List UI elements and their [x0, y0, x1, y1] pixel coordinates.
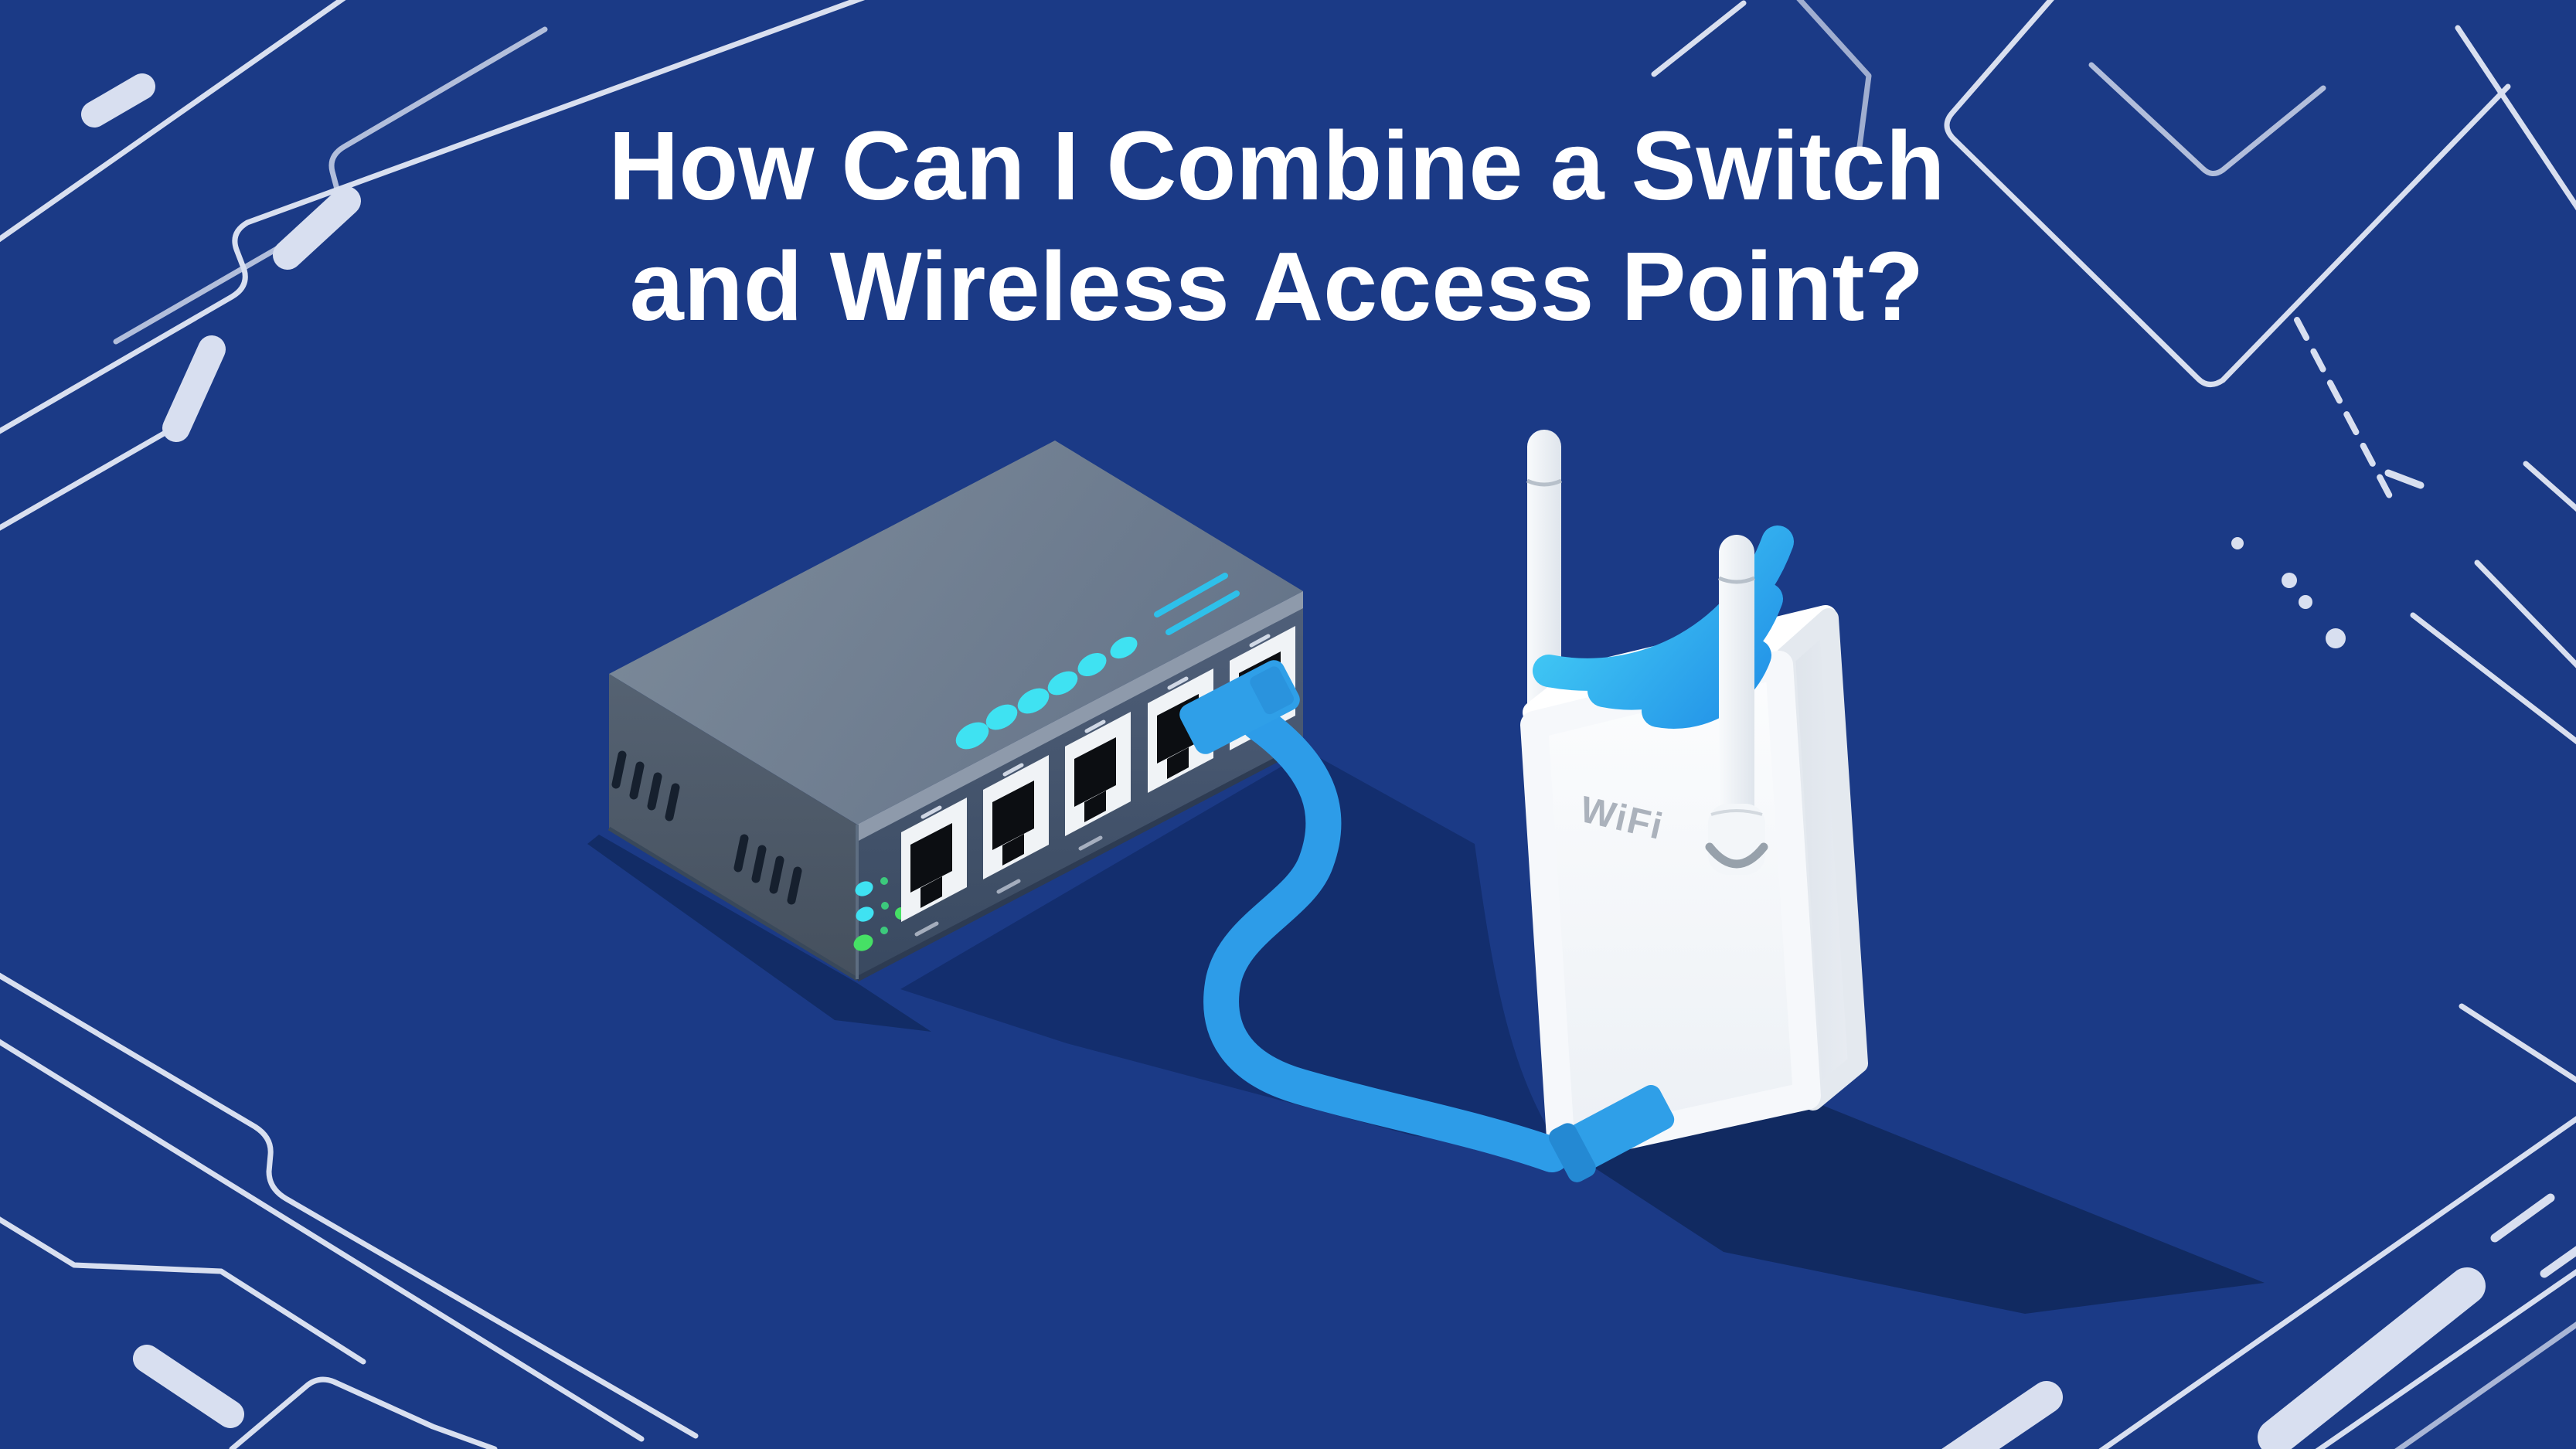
switch-top-face: [609, 440, 1303, 825]
side-led-cluster: [853, 877, 907, 951]
switch-shadow: [587, 835, 931, 1032]
trace-line: [0, 1039, 645, 1442]
trace-line: [2474, 560, 2576, 668]
led-dot: [881, 902, 889, 910]
cable-plug-switch-end: [1179, 660, 1300, 754]
led-indicator: [855, 881, 873, 896]
antenna-mount-top-line: [1710, 809, 1763, 816]
antenna-right: [1705, 535, 1768, 875]
led-dot: [880, 927, 888, 934]
wifi-arc-large: [1533, 526, 1794, 691]
page-title: How Can I Combine a Switch and Wireless …: [608, 111, 1945, 341]
trace-line: [2459, 1003, 2576, 1083]
led-indicator: [1110, 636, 1138, 659]
trace-capsule: [273, 186, 361, 270]
ethernet-port: [901, 798, 967, 937]
trace-line: [2088, 62, 2326, 176]
switch-front-bevel: [857, 591, 1303, 842]
trace-line: [2394, 1321, 2576, 1449]
led-indicator: [1017, 688, 1050, 714]
trace-dash: [2490, 1193, 2555, 1243]
trace-line: [229, 1376, 498, 1449]
ethernet-port: [983, 755, 1049, 894]
trace-line: [0, 972, 699, 1439]
vent-slot: [611, 750, 627, 789]
vent-slot: [769, 855, 784, 894]
trace-capsule: [133, 1345, 244, 1428]
led-indicator: [955, 722, 989, 750]
trace-line: [1944, 0, 2511, 387]
vent-slot: [647, 772, 662, 811]
trace-line: [2410, 612, 2576, 745]
vent-slot: [629, 761, 645, 800]
trace-line: [2523, 461, 2576, 512]
network-switch: [607, 440, 1305, 982]
trace-line: [0, 0, 866, 434]
ap-front-face: [1520, 651, 1821, 1164]
ethernet-cable: [1179, 660, 1675, 1182]
trace-dot: [2326, 628, 2346, 648]
vent-slot: [751, 845, 767, 883]
led-dot: [880, 877, 888, 885]
vent-slots: [611, 750, 802, 905]
trace-capsule: [162, 335, 226, 442]
trace-dash: [2384, 469, 2425, 489]
trace-dot: [2299, 595, 2312, 609]
trace-capsule: [81, 73, 155, 128]
logo-stripe: [1154, 573, 1228, 617]
trace-dot: [2231, 537, 2244, 549]
trace-line: [0, 0, 346, 243]
switch-side-bottom-edge: [607, 826, 859, 981]
trace-line: [2098, 1116, 2576, 1449]
logo-stripes-icon: [1154, 573, 1240, 635]
logo-stripe: [1165, 590, 1240, 635]
led-indicator: [856, 906, 874, 922]
trace-dash: [2540, 1246, 2576, 1278]
led-indicator: [853, 934, 873, 951]
trace-line: [1796, 0, 1872, 150]
cable-plug-ap-end: [1548, 1084, 1675, 1182]
ethernet-port: [1065, 712, 1131, 851]
trace-line: [1651, 0, 1747, 77]
antenna-left: [1526, 430, 1563, 723]
antenna-ring: [1526, 478, 1563, 487]
vent-slot: [665, 783, 680, 821]
trace-dashed-line: [2294, 317, 2393, 499]
trace-line: [0, 1216, 366, 1365]
vent-slot: [733, 834, 749, 872]
trace-line: [2455, 25, 2576, 211]
antenna-mount-ring: [1705, 842, 1768, 869]
trace-capsule: [2258, 1267, 2486, 1449]
access-point-shadow: [1546, 1101, 2265, 1314]
trace-dot: [2282, 573, 2297, 588]
switch-bottom-edge: [856, 743, 1305, 982]
cable-cord: [1203, 705, 1570, 1172]
wifi-arc-medium: [1587, 583, 1783, 710]
led-indicator: [985, 704, 1018, 730]
trace-capsule: [1941, 1381, 2063, 1449]
antenna-ring: [1718, 576, 1755, 584]
trace-line: [0, 416, 192, 531]
vent-slot: [787, 866, 802, 905]
status-led-row: [955, 636, 1138, 750]
led-indicator: [1047, 671, 1078, 696]
title-line-2: and Wireless Access Point?: [630, 232, 1924, 341]
trace-line: [2315, 1269, 2576, 1449]
wireless-access-point: WiFi: [1520, 430, 1868, 1164]
title-line-1: How Can I Combine a Switch: [608, 111, 1945, 220]
led-indicator: [1077, 652, 1107, 677]
switch-side-face: [609, 674, 857, 979]
